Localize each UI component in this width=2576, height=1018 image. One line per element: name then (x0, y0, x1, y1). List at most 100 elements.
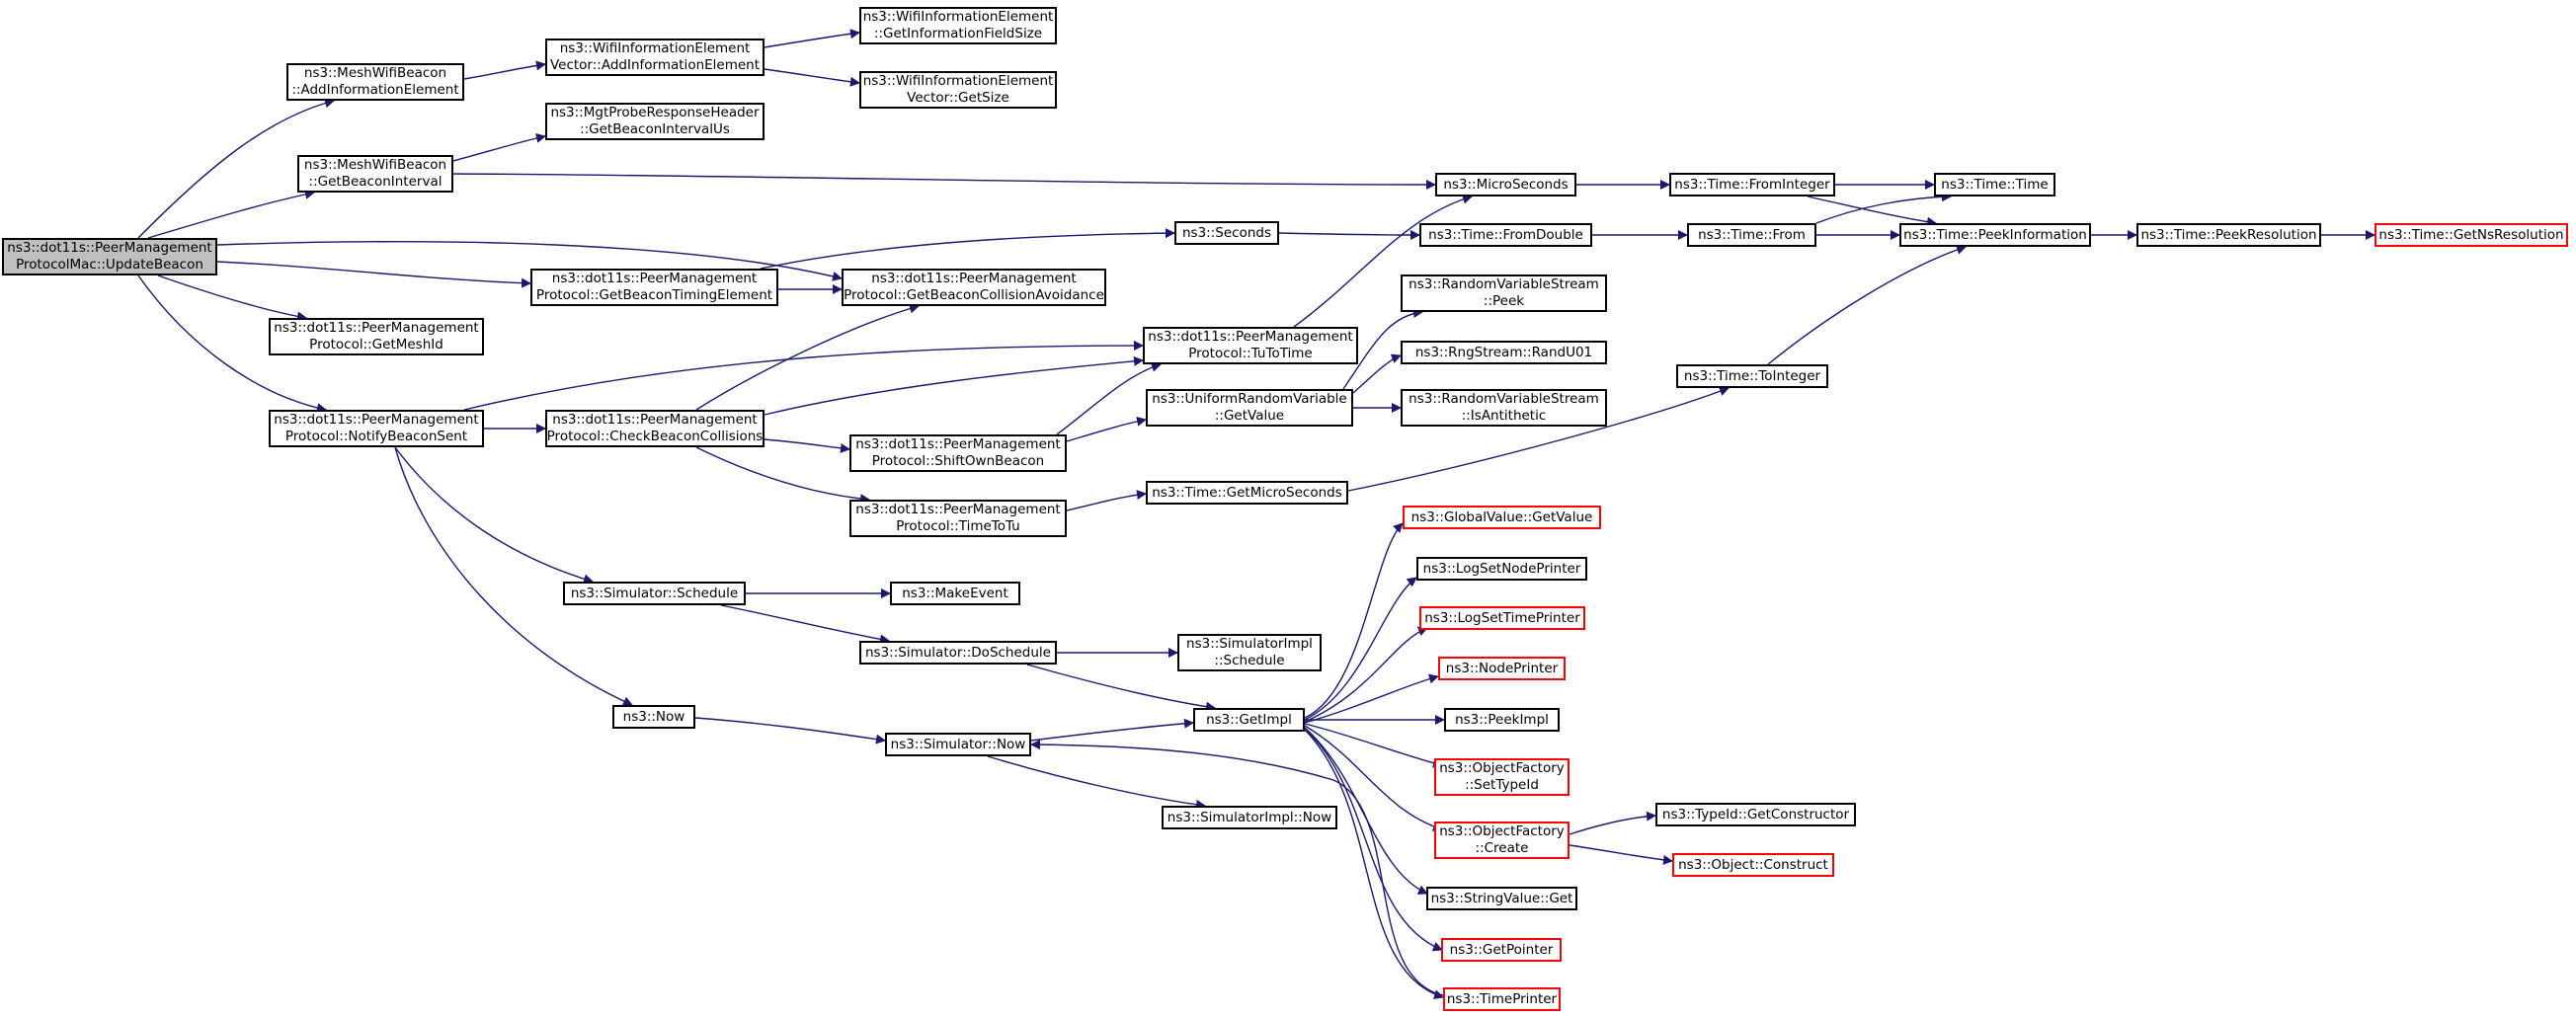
node-time-from-integer[interactable]: ns3::Time::FromInteger (1669, 173, 1835, 196)
edge-root-notify-beacon-sent (137, 274, 327, 413)
node-label-line: ns3::RandomVariableStream (1409, 391, 1599, 407)
node-label-line: ns3::GetPointer (1449, 941, 1554, 958)
node-label-line: Protocol::GetMeshId (309, 337, 443, 352)
node-label-line: ProtocolMac::UpdateBeacon (16, 257, 203, 273)
node-object-factory-create[interactable]: ns3::ObjectFactory ::Create (1434, 822, 1570, 859)
node-object-construct[interactable]: ns3::Object::Construct (1672, 853, 1834, 877)
node-label-line: ns3::dot11s::PeerManagement (274, 412, 479, 428)
node-label-line: ns3::dot11s::PeerManagement (7, 240, 212, 256)
edge-get-impl-time-printer (1304, 729, 1444, 999)
node-make-event[interactable]: ns3::MakeEvent (890, 582, 1020, 605)
node-shift-own-beacon[interactable]: ns3::dot11s::PeerManagement Protocol::Sh… (849, 434, 1067, 472)
edge-root-get-beacon-collision (216, 241, 843, 281)
node-label-line: ns3::RandomVariableStream (1409, 276, 1599, 292)
node-label-line: Protocol::ShiftOwnBeacon (871, 453, 1045, 469)
node-label-line: ns3::Time::From (1698, 226, 1806, 243)
node-label-line: ::Create (1475, 840, 1529, 856)
node-get-beacon-collision-avoidance[interactable]: ns3::dot11s::PeerManagement Protocol::Ge… (842, 269, 1106, 306)
node-label-line: ns3::Simulator::Schedule (570, 585, 739, 601)
node-now[interactable]: ns3::Now (612, 705, 695, 729)
node-label-line: ns3::LogSetTimePrinter (1424, 609, 1580, 626)
node-time-printer[interactable]: ns3::TimePrinter (1443, 987, 1561, 1011)
node-label-line: ns3::Time::PeekResolution (2140, 226, 2317, 243)
edge-now-sim-now (694, 717, 886, 744)
node-get-beacon-interval[interactable]: ns3::MeshWifiBeacon ::GetBeaconInterval (297, 155, 453, 193)
node-get-impl[interactable]: ns3::GetImpl (1193, 708, 1305, 732)
node-label-line: ::IsAntithetic (1461, 408, 1547, 424)
node-log-set-node-printer[interactable]: ns3::LogSetNodePrinter (1416, 557, 1587, 581)
node-object-factory-set-type-id[interactable]: ns3::ObjectFactory ::SetTypeId (1434, 758, 1570, 796)
node-simulator-now[interactable]: ns3::Simulator::Now (885, 733, 1031, 756)
node-string-value-get[interactable]: ns3::StringValue::Get (1426, 887, 1577, 910)
node-tu-to-time[interactable]: ns3::dot11s::PeerManagement Protocol::Tu… (1143, 327, 1358, 364)
node-get-pointer[interactable]: ns3::GetPointer (1441, 938, 1562, 962)
node-time-peek-information[interactable]: ns3::Time::PeekInformation (1899, 223, 2091, 247)
node-label-line: ns3::UniformRandomVariable (1152, 391, 1347, 407)
node-label-line: ns3::SimulatorImpl::Now (1167, 809, 1332, 825)
node-ie-vector-add[interactable]: ns3::WifiInformationElement Vector::AddI… (545, 39, 765, 76)
node-simulator-impl-now[interactable]: ns3::SimulatorImpl::Now (1162, 806, 1337, 829)
node-label-line: ns3::Seconds (1182, 224, 1271, 241)
node-time-time[interactable]: ns3::Time::Time (1934, 173, 2055, 196)
node-simulator-schedule[interactable]: ns3::Simulator::Schedule (563, 582, 746, 605)
edge-of-create-type-id-get-constructor (1569, 811, 1656, 835)
node-seconds[interactable]: ns3::Seconds (1174, 221, 1279, 245)
node-rvs-peek[interactable]: ns3::RandomVariableStream ::Peek (1401, 274, 1607, 312)
node-ie-vector-get-size[interactable]: ns3::WifiInformationElement Vector::GetS… (859, 71, 1057, 109)
edge-tu-to-time-microseconds (1293, 194, 1473, 328)
edge-uniform-get-value-randu01 (1352, 353, 1402, 394)
node-time-from-double[interactable]: ns3::Time::FromDouble (1419, 223, 1592, 247)
node-node-printer[interactable]: ns3::NodePrinter (1438, 657, 1566, 680)
node-time-to-tu[interactable]: ns3::dot11s::PeerManagement Protocol::Ti… (849, 500, 1067, 537)
edge-get-beacon-interval-microseconds (452, 173, 1436, 190)
edge-check-collisions-time-to-tu (695, 446, 870, 505)
node-type-id-get-constructor[interactable]: ns3::TypeId::GetConstructor (1655, 803, 1856, 826)
node-check-beacon-collisions[interactable]: ns3::dot11s::PeerManagement Protocol::Ch… (545, 410, 765, 447)
edge-ie-vec-add-get-size (764, 29, 860, 48)
node-get-beacon-timing-element[interactable]: ns3::dot11s::PeerManagement Protocol::Ge… (530, 269, 778, 306)
node-label-line: ns3::dot11s::PeerManagement (274, 320, 479, 336)
edge-sim-schedule-do-schedule (720, 604, 890, 645)
node-label-line: ns3::Time::GetMicroSeconds (1152, 484, 1342, 501)
node-label-line: ns3::MeshWifiBeacon (303, 65, 447, 81)
edge-get-microseconds-to-integer (1347, 386, 1730, 492)
edge-sim-now-get-impl (1030, 718, 1194, 742)
node-log-set-time-printer[interactable]: ns3::LogSetTimePrinter (1419, 606, 1585, 630)
node-add-information-element[interactable]: ns3::MeshWifiBeacon ::AddInformationElem… (286, 63, 464, 101)
edge-notify-beacon-sent-tu-to-time (463, 341, 1144, 411)
node-time-from[interactable]: ns3::Time::From (1687, 223, 1816, 247)
edge-notify-beacon-sent-now (394, 446, 633, 706)
edge-get-impl-node-printer (1304, 673, 1439, 724)
node-label-line: ns3::Simulator::DoSchedule (865, 644, 1051, 661)
node-get-mesh-id[interactable]: ns3::dot11s::PeerManagement Protocol::Ge… (269, 318, 484, 355)
node-rvs-is-antithetic[interactable]: ns3::RandomVariableStream ::IsAntithetic (1401, 389, 1607, 427)
node-mgt-probe-response-header[interactable]: ns3::MgtProbeResponseHeader ::GetBeaconI… (545, 103, 765, 140)
node-global-value-get-value[interactable]: ns3::GlobalValue::GetValue (1403, 506, 1601, 529)
node-label-line: ns3::WifiInformationElement (862, 73, 1054, 89)
node-time-get-ns-resolution[interactable]: ns3::Time::GetNsResolution (2375, 223, 2568, 247)
node-root-update-beacon[interactable]: ns3::dot11s::PeerManagement ProtocolMac:… (2, 238, 217, 275)
node-time-to-integer[interactable]: ns3::Time::ToInteger (1676, 364, 1828, 388)
node-label-line: ns3::MgtProbeResponseHeader (550, 105, 760, 120)
edge-time-to-tu-get-microseconds (1066, 490, 1147, 511)
node-peek-impl[interactable]: ns3::PeekImpl (1444, 708, 1560, 732)
node-notify-beacon-sent[interactable]: ns3::dot11s::PeerManagement Protocol::No… (269, 410, 484, 447)
node-uniform-get-value[interactable]: ns3::UniformRandomVariable ::GetValue (1146, 389, 1353, 427)
node-simulator-do-schedule[interactable]: ns3::Simulator::DoSchedule (859, 641, 1057, 665)
node-time-get-microseconds[interactable]: ns3::Time::GetMicroSeconds (1146, 481, 1348, 505)
node-label-line: ns3::MicroSeconds (1443, 176, 1569, 193)
node-label-line: ns3::LogSetNodePrinter (1422, 560, 1581, 577)
node-microseconds[interactable]: ns3::MicroSeconds (1435, 173, 1576, 196)
node-time-peek-resolution[interactable]: ns3::Time::PeekResolution (2136, 223, 2321, 247)
edge-shift-own-beacon-tu-to-time (1056, 361, 1162, 435)
node-simulator-impl-schedule[interactable]: ns3::SimulatorImpl ::Schedule (1177, 634, 1322, 671)
node-label-line: ns3::ObjectFactory (1439, 760, 1565, 776)
edge-ie-vec-add-vec-getsize (764, 68, 860, 87)
node-label-line: ns3::SimulatorImpl (1186, 636, 1313, 652)
node-rngstream-randu01[interactable]: ns3::RngStream::RandU01 (1401, 341, 1607, 364)
node-ie-get-information-field-size[interactable]: ns3::WifiInformationElement ::GetInforma… (859, 7, 1057, 44)
node-label-line: ns3::dot11s::PeerManagement (552, 412, 758, 428)
node-label-line: ns3::Now (622, 708, 685, 725)
node-label-line: ::AddInformationElement (291, 82, 459, 98)
